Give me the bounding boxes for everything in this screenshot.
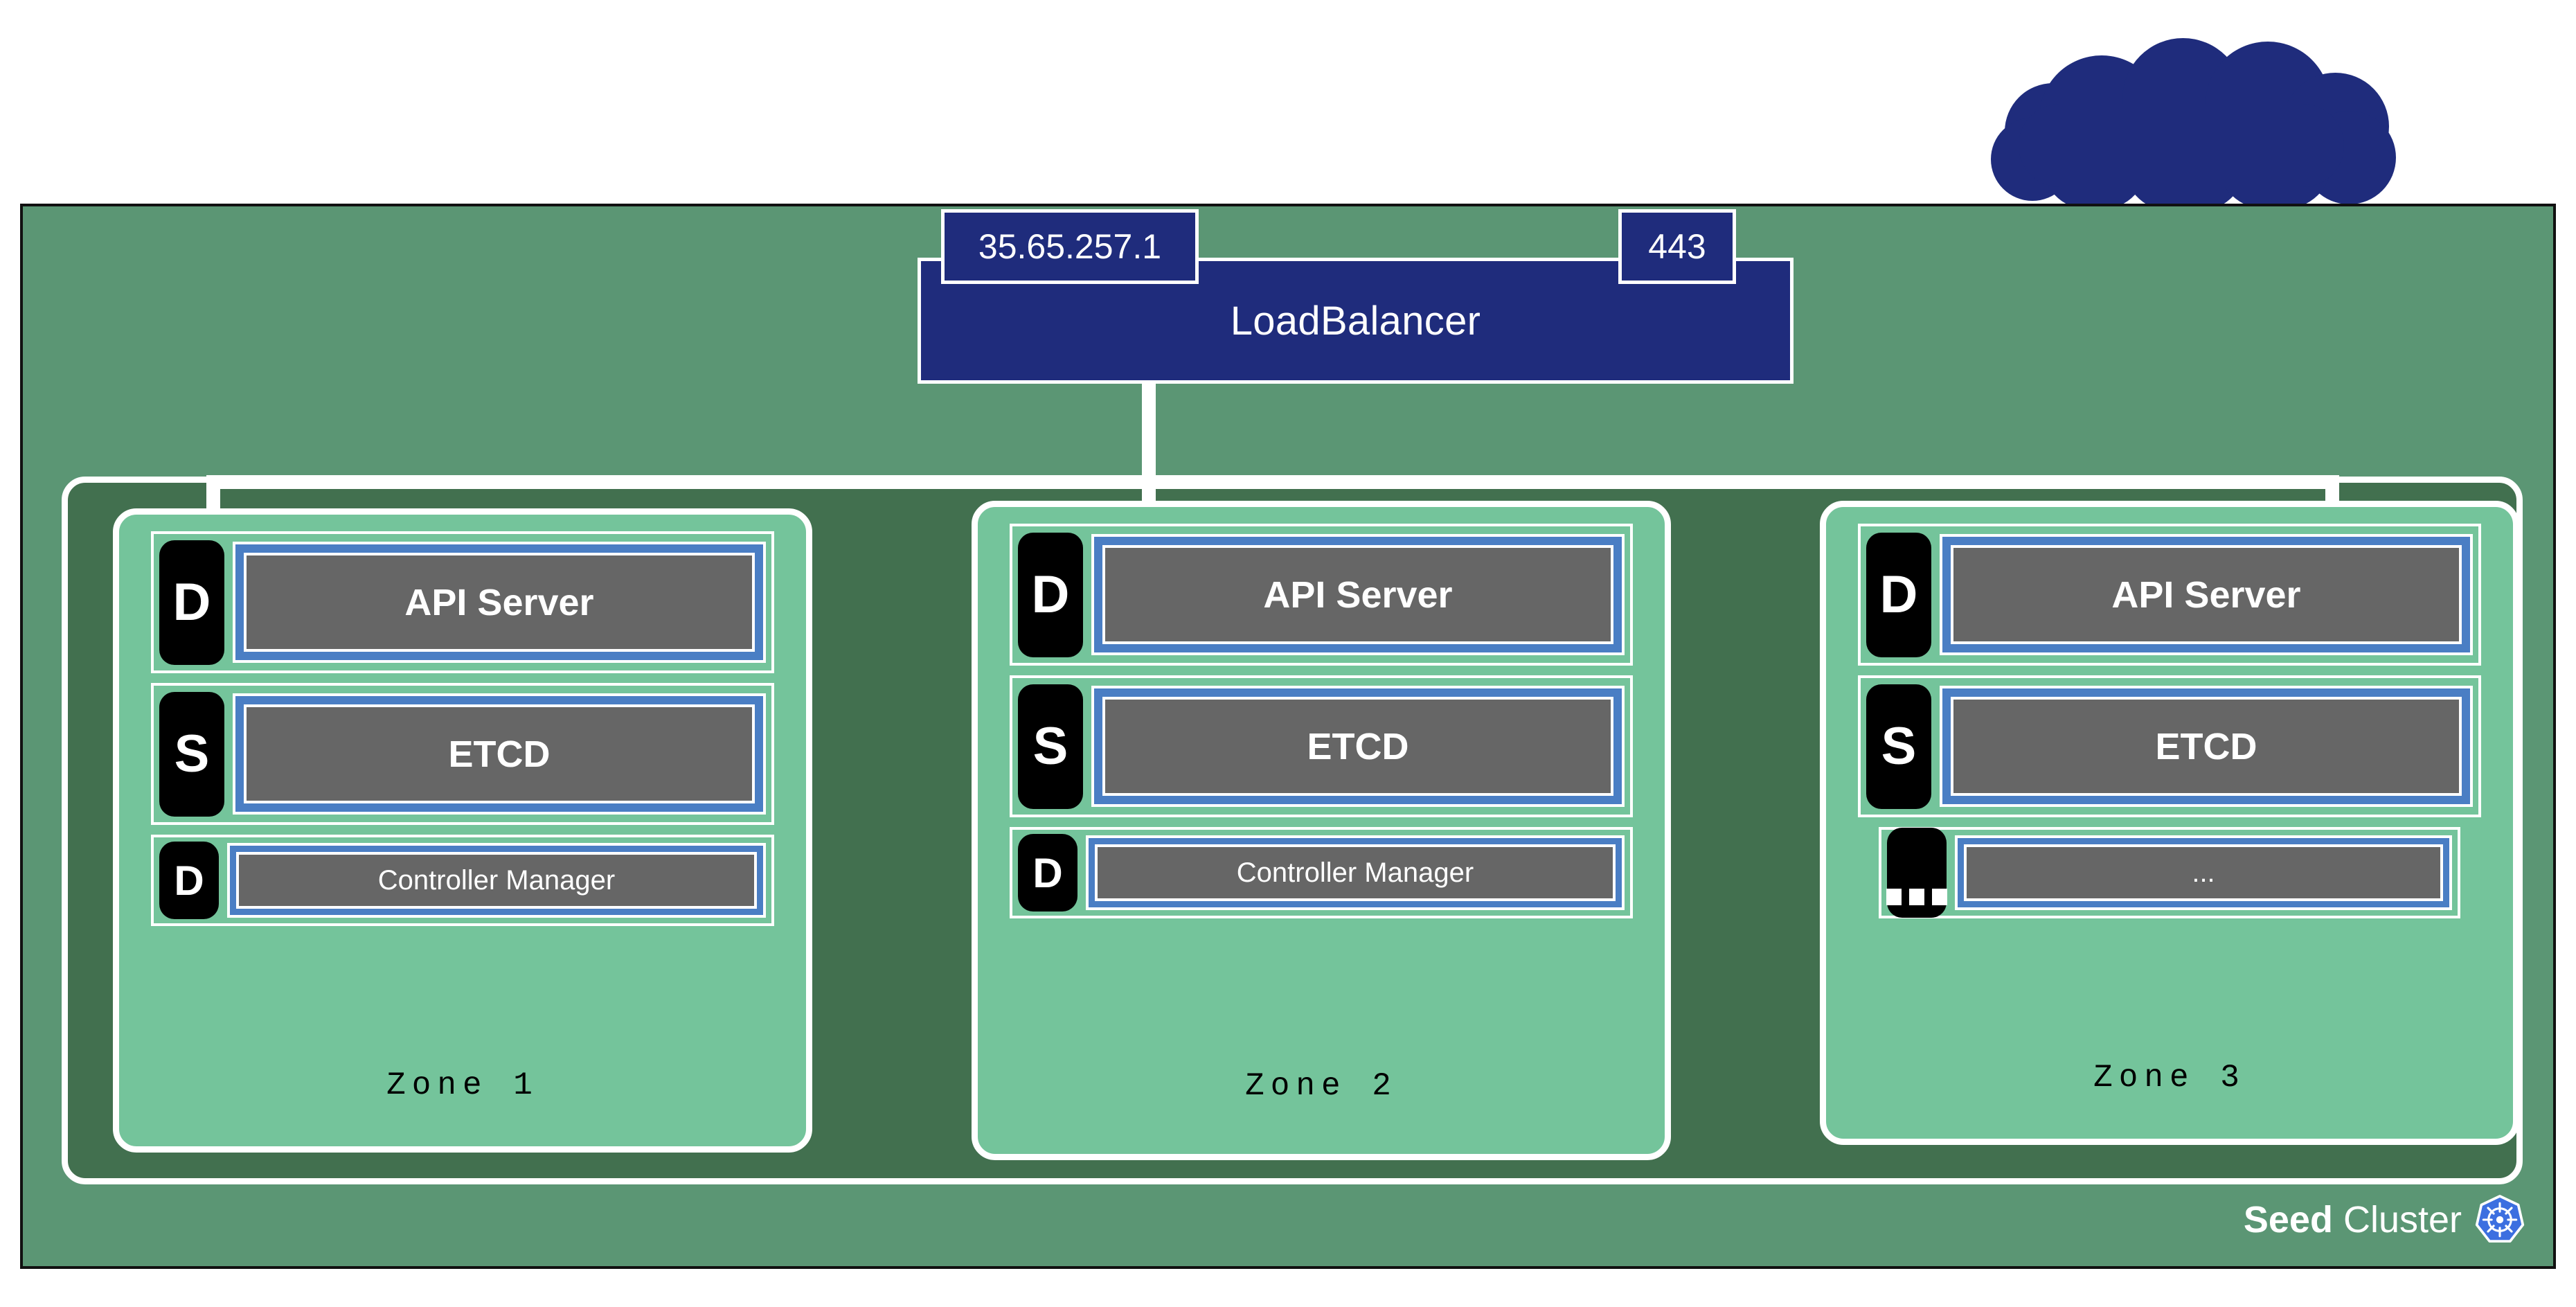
zone-1-row-api-server[interactable]: D API Server — [151, 531, 774, 673]
workload-kind-badge-d: D — [1866, 532, 1931, 657]
controller-manager-label: Controller Manager — [236, 852, 757, 909]
brand-label-bold: Seed — [2243, 1199, 2333, 1241]
workload-kind-badge-more — [1886, 828, 1947, 918]
loadbalancer-port-badge[interactable]: 443 — [1618, 209, 1736, 284]
api-server-card[interactable]: API Server — [1091, 534, 1625, 655]
zone-3-panel[interactable]: D API Server S ETCD ... — [1820, 501, 2519, 1145]
zone-1-row-etcd[interactable]: S ETCD — [151, 683, 774, 825]
workload-kind-badge-d: D — [159, 540, 224, 665]
workload-kind-badge-s: S — [1018, 684, 1083, 809]
loadbalancer-ip-badge[interactable]: 35.65.257.1 — [941, 209, 1199, 284]
zone-1-rows: D API Server S ETCD D Controller Manager — [119, 531, 806, 936]
more-components-card[interactable]: ... — [1955, 835, 2452, 910]
seed-cluster-brand: Seed Cluster — [2244, 1194, 2525, 1245]
loadbalancer-label: LoadBalancer — [1230, 298, 1481, 344]
api-server-card[interactable]: API Server — [233, 542, 766, 663]
cloud-icon — [1977, 24, 2406, 215]
distribution-bus-connector — [206, 475, 2339, 489]
ellipsis-icon — [1886, 889, 1947, 905]
zone-3-rows: D API Server S ETCD ... — [1826, 524, 2513, 928]
api-server-label: API Server — [1102, 545, 1613, 644]
zone-1-row-controller-manager[interactable]: D Controller Manager — [151, 835, 774, 926]
etcd-card[interactable]: ETCD — [233, 693, 766, 815]
zone-2-label: Zone 2 — [1245, 1068, 1397, 1104]
brand-label: Seed Cluster — [2244, 1198, 2462, 1241]
workload-kind-badge-s: S — [1866, 684, 1931, 809]
lb-stem-connector — [1142, 378, 1156, 489]
zone-3-row-more[interactable]: ... — [1879, 827, 2460, 918]
controller-manager-card[interactable]: Controller Manager — [227, 843, 766, 918]
workload-kind-badge-d: D — [1018, 834, 1077, 912]
etcd-card[interactable]: ETCD — [1940, 686, 2473, 807]
controller-manager-card[interactable]: Controller Manager — [1086, 835, 1625, 910]
more-components-label: ... — [1964, 844, 2443, 901]
brand-label-rest: Cluster — [2332, 1199, 2462, 1241]
loadbalancer-group: LoadBalancer 35.65.257.1 443 — [918, 209, 1794, 384]
etcd-label: ETCD — [244, 704, 755, 803]
api-server-card[interactable]: API Server — [1940, 534, 2473, 655]
zone-1-label: Zone 1 — [386, 1067, 539, 1103]
etcd-label: ETCD — [1951, 697, 2462, 796]
etcd-label: ETCD — [1102, 697, 1613, 796]
zone-3-row-etcd[interactable]: S ETCD — [1858, 675, 2481, 817]
kubernetes-icon — [2475, 1195, 2525, 1243]
zone-3-row-api-server[interactable]: D API Server — [1858, 524, 2481, 666]
zone-2-panel[interactable]: D API Server S ETCD D Controller Manager… — [972, 501, 1671, 1160]
workload-kind-badge-s: S — [159, 691, 224, 817]
zone-3-label: Zone 3 — [2093, 1060, 2246, 1096]
controller-manager-label: Controller Manager — [1095, 844, 1616, 901]
workload-kind-badge-d: D — [159, 842, 219, 919]
etcd-card[interactable]: ETCD — [1091, 686, 1625, 807]
api-server-label: API Server — [1951, 545, 2462, 644]
zone-2-row-api-server[interactable]: D API Server — [1010, 524, 1633, 666]
zone-2-row-controller-manager[interactable]: D Controller Manager — [1010, 827, 1633, 918]
workload-kind-badge-d: D — [1018, 532, 1083, 657]
api-server-label: API Server — [244, 553, 755, 652]
zone-1-panel[interactable]: D API Server S ETCD D Controller Manager… — [113, 508, 812, 1153]
zone-2-rows: D API Server S ETCD D Controller Manager — [978, 524, 1665, 928]
zone-2-row-etcd[interactable]: S ETCD — [1010, 675, 1633, 817]
